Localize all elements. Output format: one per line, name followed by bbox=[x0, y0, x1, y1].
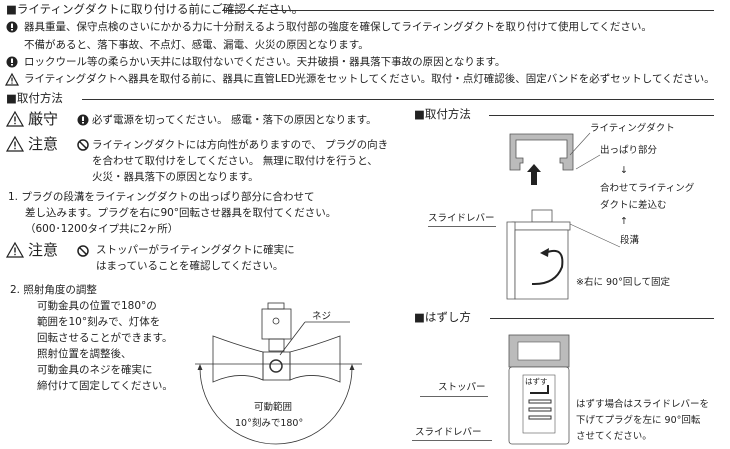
confirm-item-1-line-2: 不備があると、落下事故、不点灯、感電、漏電、火災の原因となります。 bbox=[24, 39, 369, 51]
step1-line-3: （600･1200タイプ共に2ヶ所） bbox=[25, 223, 179, 235]
arrow-up-icon: ↑ bbox=[620, 216, 628, 227]
confirm-item-1-line-1: 器具重量、保守点検のさいにかかる力に十分耐えるよう取付部の強度を確保してライティ… bbox=[24, 21, 652, 33]
step2-line: 締付けて固定してください。 bbox=[37, 380, 173, 392]
step2-line: 照射位置を調整後、 bbox=[37, 348, 132, 360]
protrusion-label: 出っぱり部分 bbox=[600, 145, 658, 156]
range-label: 可動範囲 bbox=[254, 402, 293, 413]
right-install-title: ■取付方法 bbox=[414, 107, 471, 121]
prohibited-icon bbox=[77, 139, 89, 151]
remove-note-line-3: させてください。 bbox=[576, 431, 652, 442]
leader-line bbox=[428, 226, 496, 227]
caution2-label: 注意 bbox=[28, 241, 59, 259]
divider bbox=[489, 115, 714, 116]
exclamation-icon bbox=[6, 56, 18, 68]
divider bbox=[82, 99, 714, 100]
warning-triangle-icon bbox=[4, 72, 20, 86]
step2-line: 可動金具の位置で180°の bbox=[37, 300, 157, 312]
install-title: ■取付方法 bbox=[6, 91, 63, 105]
leader-line bbox=[412, 440, 492, 441]
caution-line-3: 火災・器具落下の原因となります。 bbox=[92, 171, 259, 183]
step2-title: 2. 照射角度の調整 bbox=[10, 284, 97, 296]
exclamation-icon bbox=[6, 21, 18, 33]
warning-triangle-icon bbox=[5, 110, 25, 127]
align-line-1: 合わせてライティング bbox=[600, 183, 695, 194]
caution-line-1: ライティングダクトには方向性がありますので、 プラグの向き bbox=[92, 139, 389, 151]
stopper-label: ストッパー bbox=[438, 382, 486, 393]
step1-line-2: 差し込みます。プラグを右に90°回転させ器具を取付てください。 bbox=[25, 207, 337, 219]
prohibited-icon bbox=[77, 245, 89, 257]
warning-triangle-icon bbox=[5, 135, 25, 152]
caution2-line-1: ストッパーがライティングダクトに確実に bbox=[96, 244, 295, 256]
slide-lever-label: スライドレバー bbox=[428, 213, 495, 224]
screw-label: ネジ bbox=[312, 311, 332, 322]
divider bbox=[490, 318, 714, 319]
remove-note-line-1: はずす場合はスライドレバーを bbox=[576, 399, 710, 410]
duct-label: ライティングダクト bbox=[590, 123, 675, 134]
step2-line: 可動金具のネジを確実に bbox=[37, 364, 153, 376]
range-value: 10°刻みで180° bbox=[235, 418, 304, 429]
exclamation-icon bbox=[77, 114, 89, 126]
divider bbox=[222, 10, 714, 11]
remove-diagram bbox=[508, 334, 570, 445]
groove-label: 段溝 bbox=[620, 235, 640, 246]
step2-line: 範囲を10°刻みで、灯体を bbox=[37, 316, 161, 328]
remove-slide-lever-label: スライドレバー bbox=[415, 427, 482, 438]
strict-text: 必ず電源を切ってください。 感電・落下の原因となります。 bbox=[92, 114, 377, 126]
align-line-2: ダクトに差込む bbox=[600, 200, 667, 211]
confirm-item-3-line-1: ライティングダクトへ器具を取付る前に、器具に直管LED光源をセットしてください。… bbox=[24, 73, 715, 85]
angle-adjust-diagram bbox=[195, 302, 362, 445]
lever-label: はずす bbox=[525, 377, 548, 386]
warning-triangle-icon bbox=[5, 241, 25, 258]
step2-line: 回転させることができます。 bbox=[37, 332, 173, 344]
remove-title: ■はずし方 bbox=[414, 310, 471, 324]
step1-line-1: 1. プラグの段溝をライティングダクトの出っぱり部分に合わせて bbox=[8, 191, 315, 203]
caution2-line-2: はまっていることを確認してください。 bbox=[96, 260, 284, 272]
leader-line bbox=[420, 396, 488, 397]
caution-label: 注意 bbox=[28, 135, 59, 153]
arrow-down-icon: ↓ bbox=[620, 165, 628, 176]
strict-label: 厳守 bbox=[28, 110, 59, 128]
rotate-note: ※右に 90°回して固定 bbox=[576, 277, 671, 288]
remove-note-line-2: 下げてプラグを左に 90°回転 bbox=[576, 415, 701, 426]
confirm-item-2-line-1: ロックウール等の柔らかい天井には取付ないでください。天井破損・器具落下事故の原因… bbox=[24, 56, 506, 68]
confirm-title: ■ライティングダクトに取り付ける前にご確認ください。 bbox=[6, 2, 304, 16]
install-diagram bbox=[506, 132, 621, 300]
caution-line-2: を合わせて取付けをしてください。 無理に取付けを行うと、 bbox=[92, 155, 378, 167]
